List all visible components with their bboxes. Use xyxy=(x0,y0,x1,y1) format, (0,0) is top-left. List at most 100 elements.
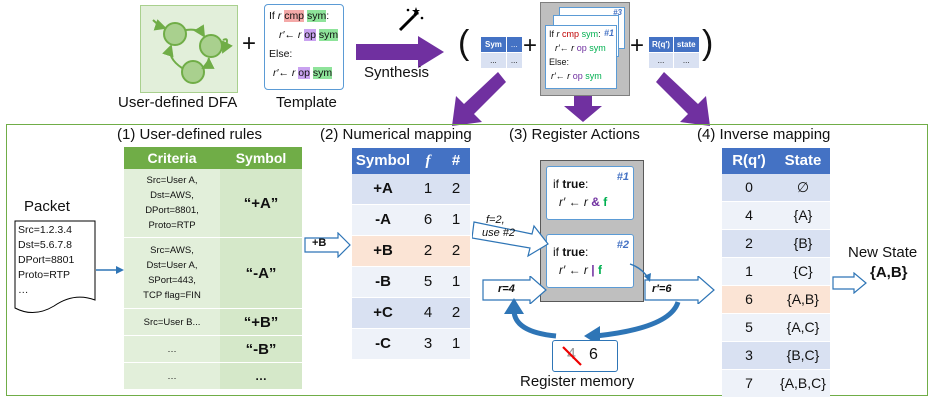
new-state-value: {A,B} xyxy=(870,264,908,281)
synthesis-label: Synthesis xyxy=(364,64,430,81)
inverse-r-cell: 0 xyxy=(745,179,753,195)
inverse-state-cell: {A,C} xyxy=(786,319,820,335)
card-tag-3: #3 xyxy=(613,8,622,17)
r-mini-header-2: state xyxy=(672,36,700,53)
inverse-row: 3 {B,C} xyxy=(722,342,830,370)
register-memory-label: Register memory xyxy=(520,373,635,390)
rules-criteria-line: Src=User A, xyxy=(146,175,198,186)
mapping-symbol-cell: -A xyxy=(375,211,391,228)
packet-to-rules-arrow xyxy=(96,266,124,274)
packet-line-5: … xyxy=(18,284,29,296)
inverse-title: (4) Inverse mapping xyxy=(697,126,831,143)
rules-row-3: Src=User B... “+B” xyxy=(124,309,302,336)
dfa-label: User-defined DFA xyxy=(118,94,238,111)
mapping-symbol-cell: +C xyxy=(373,304,393,321)
mapping-count-cell: 2 xyxy=(451,304,461,321)
plus-sign-1: + xyxy=(242,30,257,57)
inverse-r-cell: 4 xyxy=(745,207,753,223)
r-mini-table: R(q′) state ... ... xyxy=(648,36,700,69)
inverse-r-cell: 5 xyxy=(745,319,753,335)
strike-icon xyxy=(562,346,582,366)
inverse-row: 4 {A} xyxy=(722,202,830,230)
r-out-arrow xyxy=(644,276,715,304)
purple-down-arrows xyxy=(452,72,710,126)
mapping-symbol-cell: -B xyxy=(375,273,391,290)
plus-sign-2: + xyxy=(523,32,538,59)
rules-header-criteria: Criteria xyxy=(147,150,197,166)
mapping-title: (2) Numerical mapping xyxy=(320,126,472,143)
mapping-header-count: # xyxy=(451,152,461,169)
symbol-arrow xyxy=(304,232,351,258)
actions-title: (3) Register Actions xyxy=(509,126,640,143)
plus-sign-3: + xyxy=(630,32,645,59)
card-to-out-arrow xyxy=(629,263,651,282)
r-mini-cell-1: ... xyxy=(648,52,674,69)
mapping-header-f: f xyxy=(425,153,431,169)
rules-symbol: “-B” xyxy=(220,336,302,362)
main-frame xyxy=(6,124,928,396)
mapping-row: +C 4 2 xyxy=(352,298,470,329)
rules-row-5: … … xyxy=(124,363,302,389)
mapping-count-cell: 2 xyxy=(451,180,461,197)
rules-criteria-line: TCP flag=FIN xyxy=(143,290,201,301)
mapping-symbol-cell: +B xyxy=(373,242,393,259)
inverse-state-cell: {A} xyxy=(793,207,813,223)
inverse-state-cell: {B} xyxy=(793,235,813,251)
inverse-header-r: R(q′) xyxy=(732,152,766,169)
inverse-row: 6{A,B} xyxy=(722,286,830,314)
front-card: #1 If r cmp sym: r′← r op sym Else: r′← … xyxy=(545,25,617,89)
rules-symbol: “+B” xyxy=(220,309,302,335)
mapping-count-cell: 2 xyxy=(451,242,461,259)
rules-table: Criteria Symbol Src=User A, Dst=AWS, DPo… xyxy=(124,147,302,389)
rules-row-4: … “-B” xyxy=(124,336,302,363)
inverse-row: 7{A,B,C} xyxy=(722,370,830,398)
inverse-row: 1{C} xyxy=(722,258,830,286)
inverse-state-cell: ∅ xyxy=(796,179,810,195)
rules-title: (1) User-defined rules xyxy=(117,126,263,143)
register-memory-box: 4 6 xyxy=(552,340,618,372)
mapping-count-cell: 1 xyxy=(451,211,461,228)
mapping-count-cell: 1 xyxy=(451,273,461,290)
action-2-tag: #2 xyxy=(616,239,629,251)
new-state-arrow xyxy=(832,272,867,294)
rules-criteria-line: Src=AWS, xyxy=(150,245,194,256)
action-1-tag: #1 xyxy=(616,171,629,183)
sym-mini-cell-2: ... xyxy=(505,52,523,69)
inverse-state-cell: {B,C} xyxy=(786,347,820,363)
r-in-label: r=4 xyxy=(498,283,515,295)
template-line-4: r′← r op sym xyxy=(273,67,333,79)
card-tag-1: #1 xyxy=(603,28,614,38)
inverse-header-state: State xyxy=(784,152,822,169)
template-line-3: Else: xyxy=(269,48,293,60)
rules-criteria-line: Dst=AWS, xyxy=(150,190,194,201)
packet-document: Src=1.2.3.4 Dst=5.6.7.8 DPort=8801 Proto… xyxy=(14,220,96,318)
sym-mini-cell-1: ... xyxy=(480,52,507,69)
rules-symbol: … xyxy=(220,363,302,389)
magic-wand-icon xyxy=(396,6,424,37)
synthesis-arrow xyxy=(356,36,444,68)
packet-line-4: Proto=RTP xyxy=(18,269,71,281)
rules-criteria-line: DPort=8801, xyxy=(145,205,199,216)
packet-line-1: Src=1.2.3.4 xyxy=(18,224,72,236)
symbol-arrow-label: +B xyxy=(312,237,327,249)
mapping-f-cell: 4 xyxy=(423,304,433,321)
inverse-row: 0∅ xyxy=(722,174,830,202)
sym-mini-table: Sym ... ... ... xyxy=(480,36,523,69)
rules-row-2: Src=AWS, Dst=User A, SPort=443, TCP flag… xyxy=(124,238,302,309)
inverse-state-cell: {A,B,C} xyxy=(780,375,826,391)
call-label-2: use #2 xyxy=(482,227,516,239)
template-label: Template xyxy=(276,94,337,111)
template-box: If r cmp sym: r′← r op sym Else: r′← r o… xyxy=(264,4,344,90)
action-cards-stack: #3 #1 If r cmp sym: r′← r op sym Else: r… xyxy=(540,2,630,96)
template-line-2: r′← r op sym xyxy=(279,29,339,41)
rules-criteria-line: Proto=RTP xyxy=(148,220,196,231)
mapping-header-symbol: Symbol xyxy=(355,152,411,169)
rules-symbol: “+A” xyxy=(220,169,302,237)
rules-criteria-line: … xyxy=(167,343,177,355)
inverse-r-cell: 3 xyxy=(745,347,753,363)
memory-new-value: 6 xyxy=(589,346,598,363)
inverse-state-cell: {C} xyxy=(793,263,813,279)
